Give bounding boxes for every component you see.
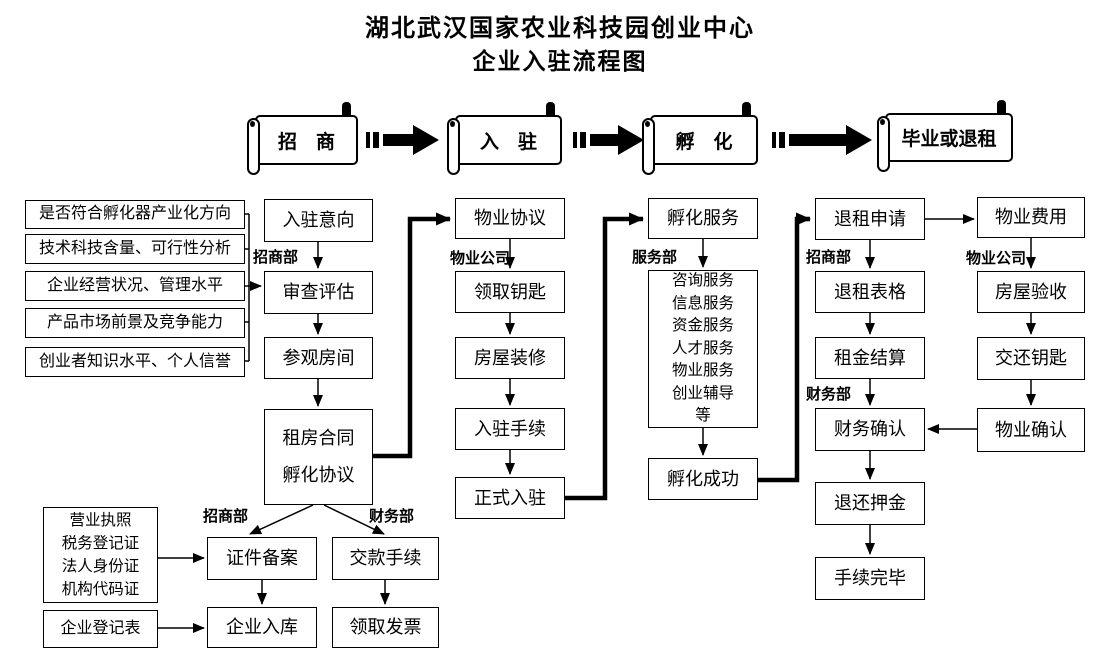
service-item: 等 <box>695 407 711 425</box>
box-get-invoice: 领取发票 <box>332 607 439 648</box>
label-dept-fuwu: 服务部 <box>632 249 678 266</box>
banner-label: 孵 化 <box>650 115 758 165</box>
banner-knob-icon <box>742 102 751 126</box>
service-item: 资金服务 <box>671 317 734 335</box>
service-item: 咨询服务 <box>671 272 734 290</box>
box-property-confirm: 物业确认 <box>977 408 1085 452</box>
box-criteria-feasibility: 技术科技含量、可行性分析 <box>25 234 245 264</box>
box-documents: 营业执照 税务登记证 法人身份证 机构代码证 <box>43 507 158 603</box>
box-property-fee: 物业费用 <box>977 197 1085 238</box>
service-item: 信息服务 <box>671 294 734 312</box>
banner-knob-icon <box>997 100 1006 124</box>
lease-contract-line: 租房合同 <box>282 428 355 449</box>
box-entry-procedure: 入驻手续 <box>455 408 565 450</box>
banner-roll-icon <box>447 118 460 175</box>
box-criteria-direction: 是否符合孵化器产业化方向 <box>25 200 245 229</box>
box-get-keys: 领取钥匙 <box>455 271 565 313</box>
banner-knob-icon <box>546 102 555 126</box>
box-lease-contract: 租房合同 孵化协议 <box>264 409 373 505</box>
box-property-agreement: 物业协议 <box>455 198 565 239</box>
box-procedure-complete: 手续完毕 <box>815 557 925 600</box>
thin-connectors <box>158 213 1036 633</box>
box-termination-form: 退租表格 <box>815 271 925 313</box>
box-rent-settlement: 租金结算 <box>815 337 925 379</box>
label-dept-caiwu-1: 财务部 <box>806 386 852 403</box>
doc-item: 机构代码证 <box>61 581 140 598</box>
box-certificate-filing: 证件备案 <box>207 537 317 580</box>
phase-arrow-3-icon <box>772 125 872 155</box>
thick-connectors <box>373 212 811 501</box>
banner-roll-icon <box>877 116 890 172</box>
box-criteria-market: 产品市场前景及竞争能力 <box>25 308 245 338</box>
box-visit-room: 参观房间 <box>264 337 373 379</box>
doc-item: 税务登记证 <box>61 535 140 552</box>
banner-knob-icon <box>342 102 351 126</box>
box-official-entry: 正式入驻 <box>455 477 565 519</box>
box-incubation-success: 孵化成功 <box>648 458 758 500</box>
banner-label: 毕业或退租 <box>885 113 1013 162</box>
incubation-agreement-line: 孵化协议 <box>282 465 355 486</box>
label-dept-zhaoshang-2: 招商部 <box>806 249 852 266</box>
service-item: 创业辅导 <box>671 384 734 402</box>
phase-banner-zhaoshang: 招 商 <box>247 102 358 175</box>
page-title-line2: 企业入驻流程图 <box>472 49 648 74</box>
banner-label: 入 驻 <box>455 115 562 165</box>
phase-banner-ruzhu: 入 驻 <box>447 102 562 175</box>
phase-banner-biye: 毕业或退租 <box>877 100 1013 172</box>
banner-label: 招 商 <box>255 115 358 165</box>
box-termination-apply: 退租申请 <box>815 198 925 240</box>
label-dept-wuye-1: 物业公司 <box>450 250 511 267</box>
box-entry-intent: 入驻意向 <box>264 199 373 242</box>
box-renovation: 房屋装修 <box>455 337 565 379</box>
box-enterprise-warehouse: 企业入库 <box>207 607 317 648</box>
box-registration-form: 企业登记表 <box>43 610 158 648</box>
box-return-keys: 交还钥匙 <box>977 337 1085 380</box>
box-house-inspection: 房屋验收 <box>977 271 1085 313</box>
phase-arrow-2-icon <box>573 125 644 155</box>
phase-banner-fuhua: 孵 化 <box>642 102 758 175</box>
label-dept-zhaoshang-3: 招商部 <box>203 508 249 525</box>
box-incubation-service: 孵化服务 <box>648 198 758 239</box>
box-review-assess: 审查评估 <box>264 271 373 314</box>
service-item: 人才服务 <box>671 339 734 357</box>
box-service-list: 咨询服务 信息服务 资金服务 人才服务 物业服务 创业辅导 等 <box>648 270 758 428</box>
box-payment-procedure: 交款手续 <box>332 537 439 580</box>
service-item: 物业服务 <box>671 362 734 380</box>
box-deposit-refund: 退还押金 <box>815 482 925 525</box>
label-dept-wuye-2: 物业公司 <box>966 250 1027 267</box>
doc-item: 营业执照 <box>69 512 132 529</box>
doc-item: 法人身份证 <box>61 558 140 575</box>
label-dept-zhaoshang-1: 招商部 <box>253 249 299 266</box>
banner-roll-icon <box>247 118 260 175</box>
page-title-line1: 湖北武汉国家农业科技园创业中心 <box>365 16 755 42</box>
box-finance-confirm: 财务确认 <box>815 408 925 451</box>
box-criteria-management: 企业经营状况、管理水平 <box>25 271 245 301</box>
box-criteria-reputation: 创业者知识水平、个人信誉 <box>25 347 245 377</box>
label-dept-caiwu-2: 财务部 <box>369 508 415 525</box>
phase-arrow-1-icon <box>366 125 439 155</box>
